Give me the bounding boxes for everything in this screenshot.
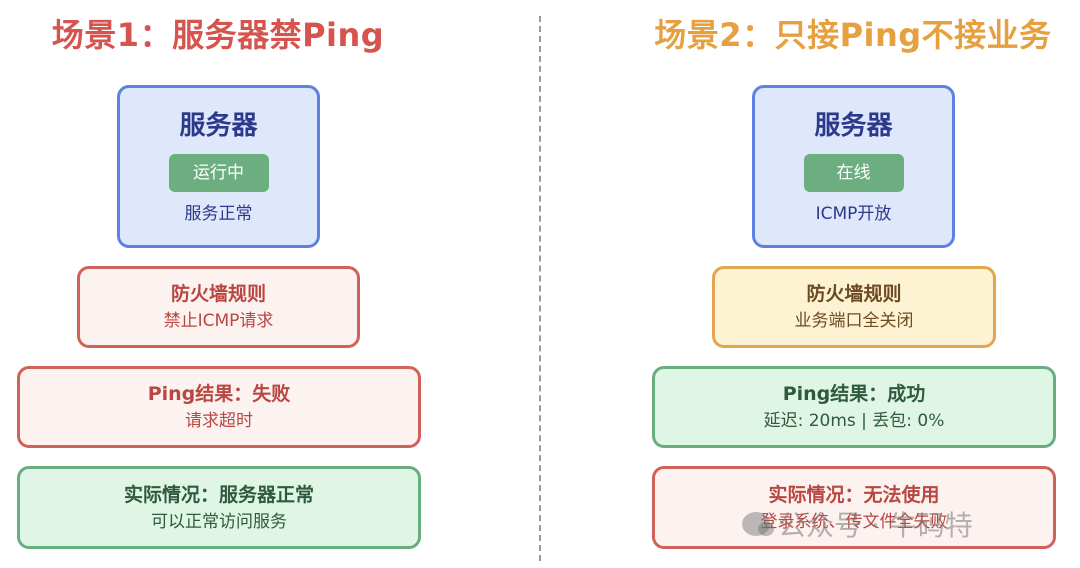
actual-detail: 登录系统、传文件全失败 xyxy=(760,511,948,532)
ping-result-title: Ping结果：成功 xyxy=(782,383,926,405)
ping-result-detail: 请求超时 xyxy=(185,411,253,431)
firewall-title: 防火墙规则 xyxy=(806,283,902,305)
server-title: 服务器 xyxy=(814,110,893,141)
server-status-badge: 运行中 xyxy=(168,153,269,192)
scenario2-title: 场景2：只接Ping不接业务 xyxy=(654,16,1052,54)
scenario1-server-box: 服务器 运行中 服务正常 xyxy=(117,85,320,248)
actual-detail: 可以正常访问服务 xyxy=(151,511,287,532)
server-title: 服务器 xyxy=(179,110,258,141)
ping-result-detail: 延迟: 20ms | 丢包: 0% xyxy=(763,411,945,431)
scenario1-ping-result-box: Ping结果：失败 请求超时 xyxy=(17,366,421,448)
server-status-badge: 在线 xyxy=(803,153,904,192)
ping-result-title: Ping结果：失败 xyxy=(147,383,291,405)
scenario1-title: 场景1：服务器禁Ping xyxy=(51,16,385,54)
server-subtitle: 服务正常 xyxy=(184,203,253,224)
actual-title: 实际情况：无法使用 xyxy=(768,483,940,506)
scenario-divider xyxy=(539,16,541,561)
scenario2-firewall-box: 防火墙规则 业务端口全关闭 xyxy=(712,266,996,348)
scenario2-server-box: 服务器 在线 ICMP开放 xyxy=(752,85,955,248)
scenario1-actual-box: 实际情况：服务器正常 可以正常访问服务 xyxy=(17,466,421,549)
scenario1-firewall-box: 防火墙规则 禁止ICMP请求 xyxy=(77,266,360,348)
server-subtitle: ICMP开放 xyxy=(815,203,892,224)
scenario2-actual-box: 实际情况：无法使用 登录系统、传文件全失败 xyxy=(652,466,1056,549)
actual-title: 实际情况：服务器正常 xyxy=(123,483,314,506)
firewall-detail: 禁止ICMP请求 xyxy=(163,311,274,331)
scenario2-ping-result-box: Ping结果：成功 延迟: 20ms | 丢包: 0% xyxy=(652,366,1056,448)
firewall-detail: 业务端口全关闭 xyxy=(794,311,914,331)
firewall-title: 防火墙规则 xyxy=(170,283,266,305)
